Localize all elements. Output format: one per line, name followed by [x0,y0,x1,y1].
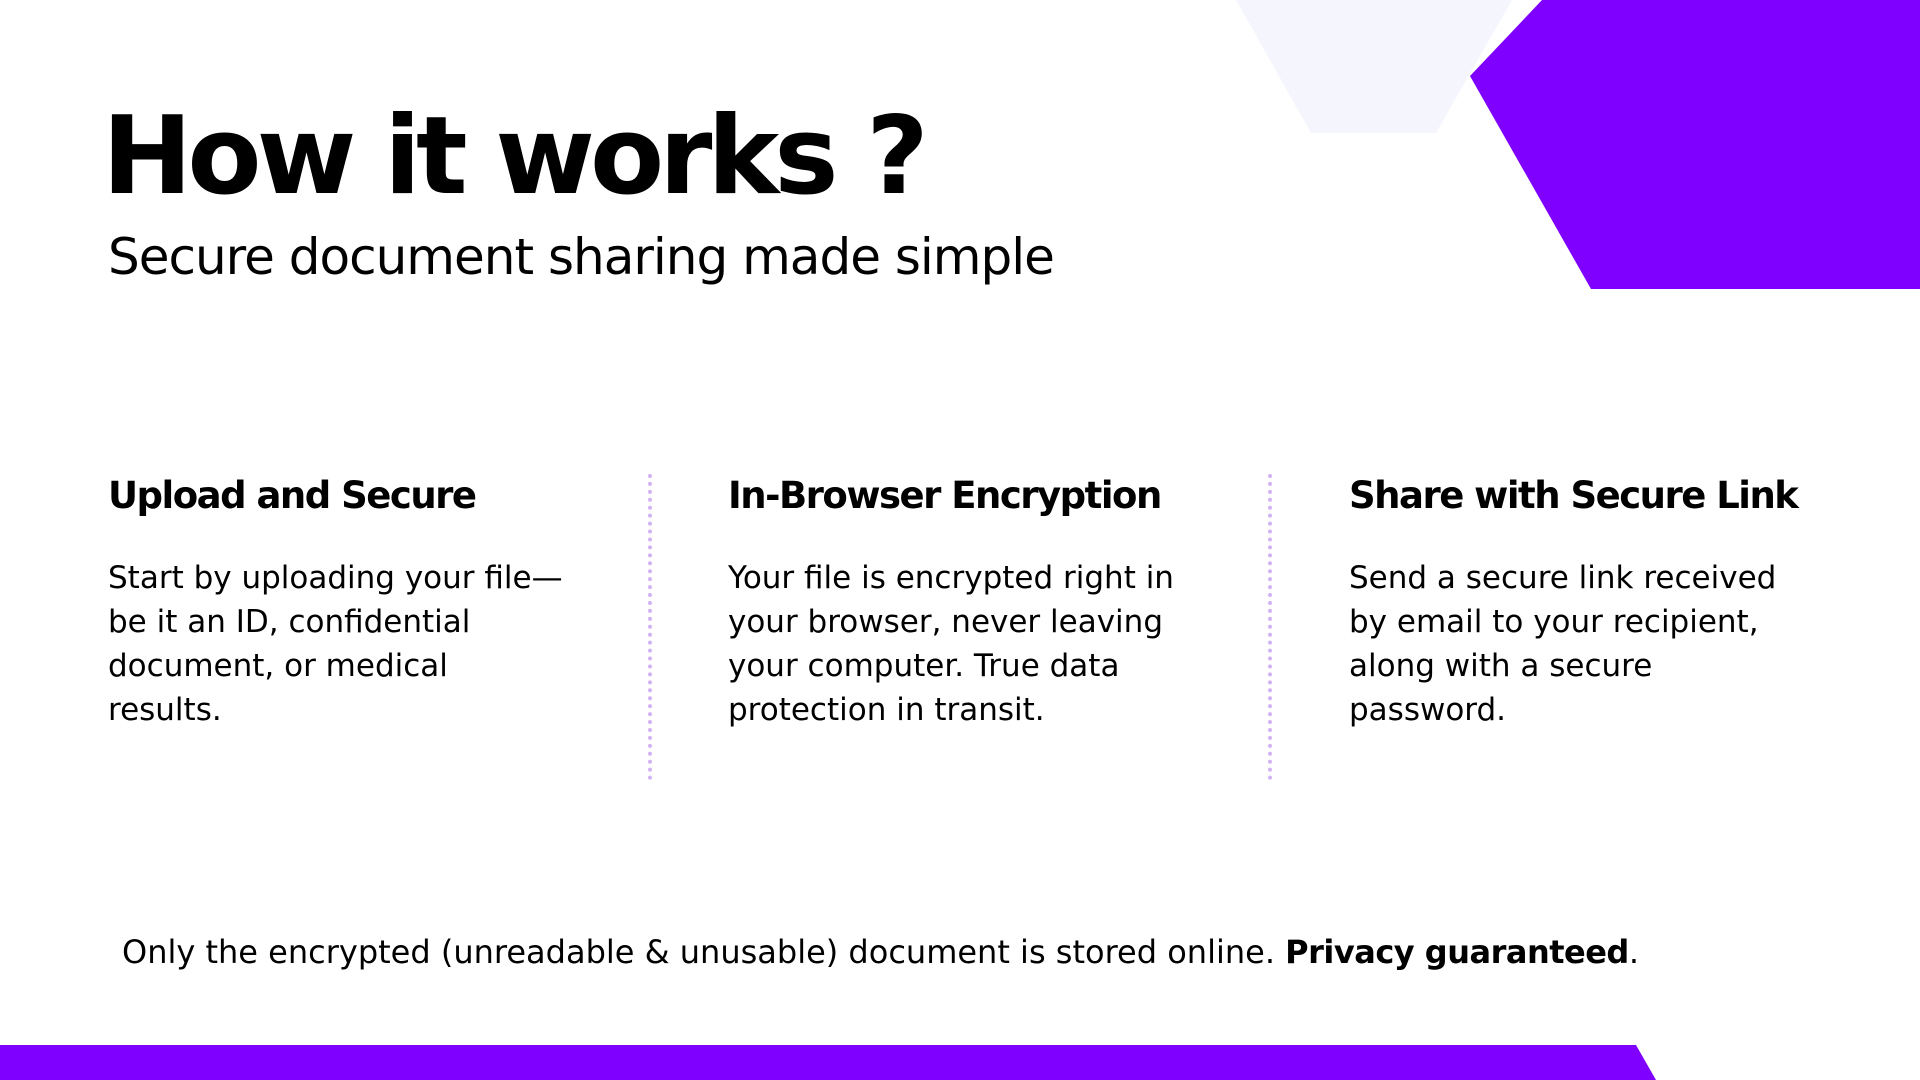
dotted-divider [648,474,652,780]
step-title: Share with Secure Link [1349,474,1799,517]
privacy-note: Only the encrypted (unreadable & unusabl… [122,928,1639,976]
step-description: Send a secure link received by email to … [1349,560,1777,728]
privacy-note-end: . [1628,933,1639,971]
step-upload-and-secure: Upload and Secure Start by uploading you… [108,470,628,732]
dotted-divider [1268,474,1272,780]
step-description: Start by uploading your file—be it an ID… [108,560,563,728]
step-title: In-Browser Encryption [728,474,1162,517]
page-title: How it works ? [102,94,929,219]
page-subtitle: Secure document sharing made simple [108,228,1055,286]
step-description: Your file is encrypted right in your bro… [728,560,1174,728]
purple-corner-shape [1470,0,1920,289]
step-in-browser-encryption: In-Browser Encryption Your file is encry… [728,470,1248,732]
purple-bottom-bar [0,1045,1656,1080]
privacy-note-text: Only the encrypted (unreadable & unusabl… [122,933,1286,971]
step-title: Upload and Secure [108,474,477,517]
privacy-guaranteed-emphasis: Privacy guaranteed [1285,933,1629,971]
light-hexagon-shape [1236,0,1512,133]
step-share-with-secure-link: Share with Secure Link Send a secure lin… [1349,470,1869,732]
